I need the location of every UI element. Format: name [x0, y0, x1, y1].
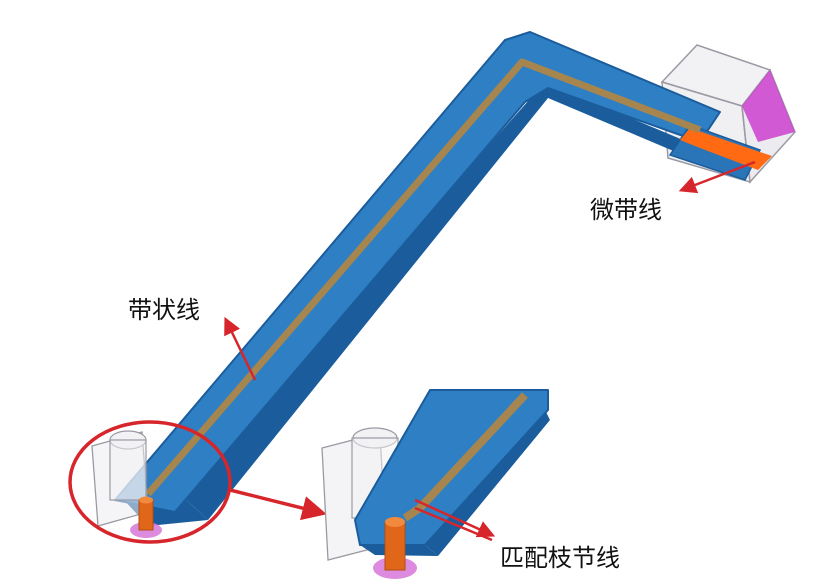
microstrip-label: 微带线 — [590, 196, 662, 224]
stub-pointer-lower — [414, 506, 493, 542]
microstrip-section — [668, 124, 772, 181]
coax-probe — [130, 496, 162, 538]
microstrip-conductor — [680, 128, 772, 170]
strip-conductor — [145, 58, 702, 497]
matching-stub-label: 匹配枝节线 — [500, 544, 620, 572]
zoomed-detail — [321, 389, 550, 579]
detail-highlight-circle — [68, 420, 232, 544]
microstrip-pointer — [678, 160, 756, 194]
waveguide-port-face — [742, 70, 795, 142]
stripline-label: 带状线 — [128, 296, 200, 324]
stub-pointer-upper — [414, 498, 496, 538]
zoom-pointer-arrow — [229, 488, 327, 521]
stripline-pointer — [224, 316, 257, 381]
